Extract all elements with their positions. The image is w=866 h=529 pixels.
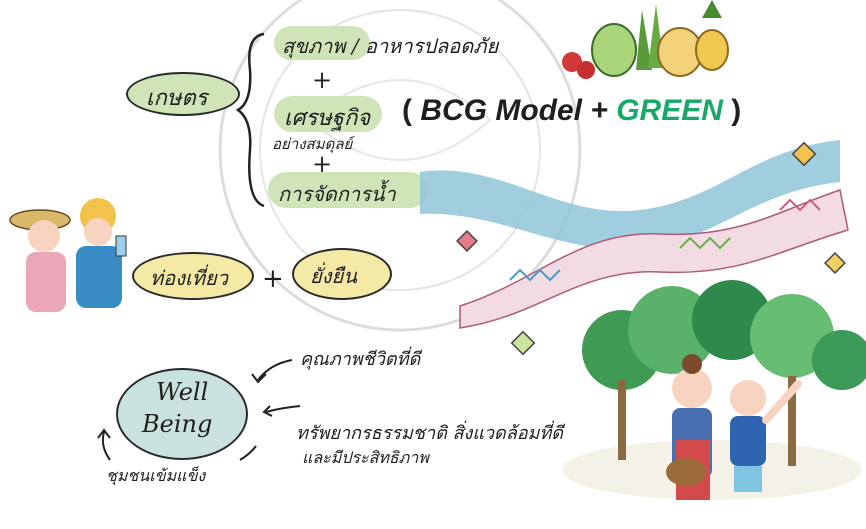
- wellbeing-line1: Well: [156, 378, 209, 406]
- item2-highlight: [274, 96, 382, 132]
- sustain-label: ยั่งยืน: [310, 264, 357, 288]
- bcg-open-paren: (: [402, 94, 412, 127]
- item-economy-sub: อย่างสมดุลย์: [272, 135, 353, 153]
- wellbeing-label-quality-of-life: คุณภาพชีวิตที่ดี: [300, 349, 421, 370]
- vegetables-illustration: [562, 0, 729, 79]
- kite-1: [791, 141, 817, 167]
- wellbeing-label-community: ชุมชนเข้มแข็ง: [106, 466, 206, 485]
- curly-brace: [235, 32, 265, 208]
- river-illustration: [420, 140, 849, 329]
- wellbeing-label-resources: ทรัพยากรธรรมชาติ สิ่งแวดล้อมที่ดี: [296, 423, 563, 444]
- tourists-illustration: [9, 198, 127, 312]
- item-economy: เศรษฐกิจ: [284, 106, 371, 131]
- tourism-bubble: [132, 252, 254, 300]
- item1-highlight: [274, 26, 370, 60]
- wellbeing-line2: Being: [142, 410, 213, 438]
- agriculture-bubble: [126, 72, 240, 116]
- sustain-bubble: [292, 248, 392, 300]
- plus-1: +: [312, 66, 333, 94]
- bcg-model-text: BCG Model +: [420, 94, 608, 127]
- plus-2: +: [312, 150, 333, 178]
- kite-4: [510, 330, 536, 356]
- wellbeing-circle: [116, 368, 248, 460]
- kite-2: [456, 230, 478, 252]
- bcg-close-paren: ): [731, 94, 742, 127]
- item3-highlight: [268, 172, 428, 208]
- forest-children-illustration: [562, 280, 866, 500]
- tourism-plus: +: [262, 264, 284, 294]
- kite-3: [824, 252, 846, 274]
- item-health-safe-food: สุขภาพ / อาหารปลอดภัย: [282, 34, 499, 58]
- item-water-management: การจัดการน้ำ: [278, 182, 396, 206]
- agriculture-label: เกษตร: [146, 86, 208, 111]
- wellbeing-arrows: [97, 359, 301, 461]
- tourism-label: ท่องเที่ยว: [150, 266, 228, 290]
- wellbeing-label-efficient: และมีประสิทธิภาพ: [302, 448, 429, 467]
- bcg-model-line: ( BCG Model + GREEN ): [402, 94, 741, 128]
- green-text: GREEN: [616, 94, 723, 127]
